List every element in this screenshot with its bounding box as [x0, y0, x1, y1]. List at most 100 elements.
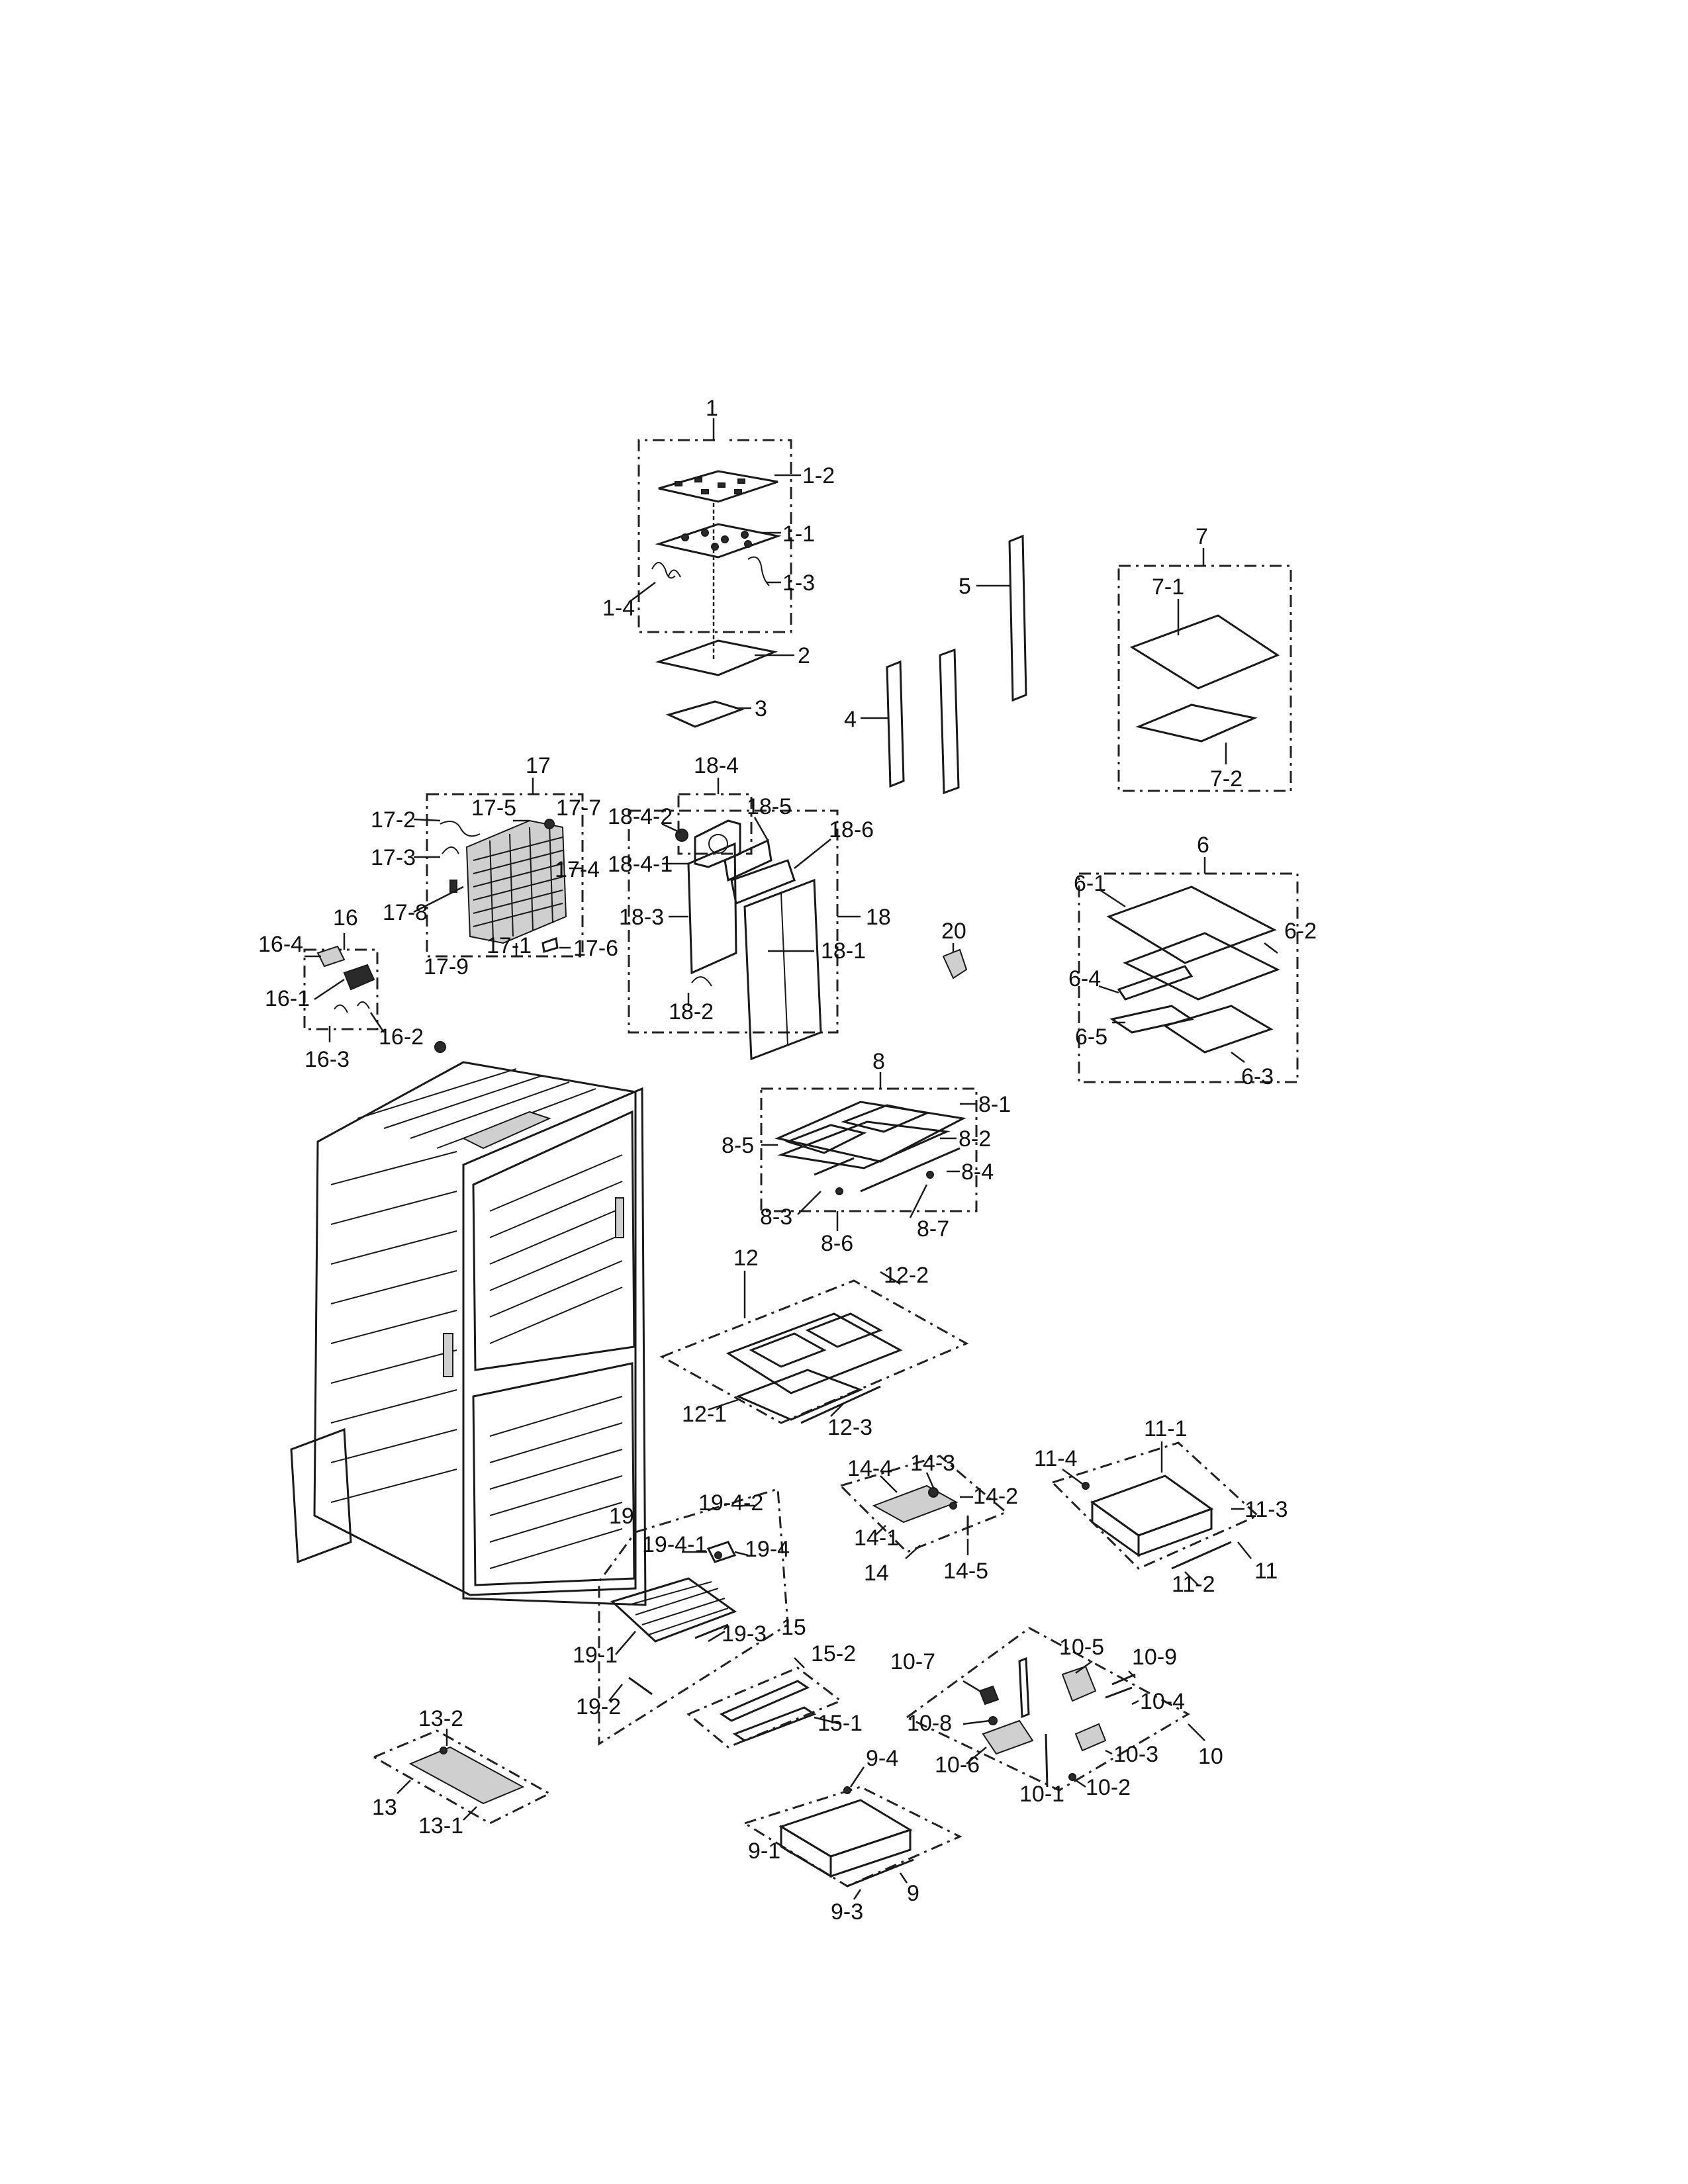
- callout-6-3: 6-3: [1241, 1064, 1274, 1089]
- part-8-1: [774, 1101, 966, 1163]
- callout-16-2: 16-2: [379, 1024, 424, 1050]
- part-2: [655, 639, 778, 676]
- callout-17-4: 17-4: [555, 857, 600, 882]
- callout-8: 8: [872, 1049, 885, 1074]
- part-6-5: [1109, 1005, 1194, 1034]
- part-6-2: [1123, 932, 1280, 1001]
- callout-1-2: 1-2: [802, 463, 835, 488]
- part-6-4: [1117, 965, 1194, 1001]
- part-16-1: [343, 964, 375, 991]
- part-18-6: [730, 859, 796, 905]
- part-14-1: [872, 1484, 959, 1524]
- callout-7-1: 7-1: [1152, 574, 1184, 600]
- group-box-9: [742, 1786, 962, 1888]
- group-box-15: [686, 1666, 843, 1749]
- part-15-2: [719, 1680, 810, 1722]
- part-9-1-drawer: [778, 1799, 913, 1858]
- part-19-1-tray: [610, 1577, 737, 1643]
- callout-12-3: 12-3: [827, 1415, 872, 1440]
- part-17-6: [541, 936, 559, 953]
- part-1-4: [651, 562, 681, 579]
- callout-11: 11: [1254, 1559, 1278, 1584]
- callout-19-4-2: 19-4-2: [698, 1490, 763, 1516]
- callout-labels: 1 1-2 1-1 1-3 1-4 2 3 4 5 7 7-1 7-2 17 1…: [258, 396, 1317, 1925]
- callout-10-7: 10-7: [890, 1649, 935, 1674]
- group-box-17: [426, 793, 584, 958]
- callout-14-1: 14-1: [854, 1525, 899, 1551]
- assembly-14: [839, 1455, 1008, 1559]
- callout-17-6: 17-6: [573, 936, 618, 961]
- part-10-rod: [1018, 1657, 1030, 1719]
- callout-6-1: 6-1: [1074, 871, 1106, 896]
- part-9-3: [847, 1858, 914, 1888]
- callout-18-3: 18-3: [619, 905, 664, 930]
- part-14-2: [949, 1502, 957, 1510]
- part-6-3: [1162, 1005, 1274, 1054]
- callout-8-7: 8-7: [917, 1216, 949, 1242]
- callout-10-4: 10-4: [1140, 1689, 1185, 1714]
- callout-10-1: 10-1: [1019, 1782, 1064, 1807]
- callout-17-1: 17-1: [487, 933, 532, 958]
- callout-12-1: 12-1: [682, 1402, 727, 1427]
- callout-1-3: 1-3: [782, 570, 815, 596]
- callout-19-4-1: 19-4-1: [642, 1532, 707, 1557]
- callout-17-5: 17-5: [471, 796, 516, 821]
- callout-17-2: 17-2: [371, 807, 416, 833]
- assembly-4-5: [861, 534, 1027, 795]
- callout-19-4: 19-4: [745, 1537, 790, 1562]
- assembly-11: [1051, 1441, 1260, 1586]
- callout-17-3: 17-3: [371, 845, 416, 870]
- callout-10-2: 10-2: [1086, 1775, 1131, 1800]
- group-box-19: [598, 1488, 789, 1746]
- part-19-4-1: [714, 1551, 722, 1559]
- callout-18-1: 18-1: [821, 938, 866, 964]
- callout-19-1: 19-1: [573, 1643, 618, 1668]
- part-10-3: [1074, 1723, 1107, 1752]
- callout-18-2: 18-2: [669, 999, 714, 1024]
- part-1-3: [747, 556, 770, 586]
- group-box-6: [1078, 872, 1299, 1083]
- callout-9-4: 9-4: [866, 1746, 898, 1771]
- callout-11-1: 11-1: [1144, 1416, 1188, 1441]
- callout-18: 18: [866, 905, 891, 930]
- refrigerator-cabinet: [290, 1061, 647, 1606]
- part-18-2: [691, 976, 712, 987]
- callout-10-6: 10-6: [935, 1752, 980, 1778]
- callout-14: 14: [864, 1561, 889, 1586]
- part-10-1: [1045, 1733, 1049, 1788]
- callout-18-4: 18-4: [694, 753, 739, 778]
- part-11-2: [1171, 1541, 1232, 1570]
- group-box-1: [637, 439, 792, 633]
- callout-10: 10: [1198, 1744, 1223, 1769]
- callout-12-2: 12-2: [884, 1263, 929, 1288]
- part-16-2: [434, 1041, 446, 1053]
- callout-9: 9: [907, 1881, 919, 1906]
- callout-4: 4: [844, 707, 857, 732]
- group-box-18: [628, 809, 839, 1034]
- callout-6: 6: [1197, 833, 1209, 858]
- callout-8-3: 8-3: [760, 1205, 792, 1230]
- callout-14-5: 14-5: [943, 1559, 988, 1584]
- group-box-18-4: [677, 793, 753, 855]
- assembly-13: [371, 1729, 552, 1825]
- callout-17-8: 17-8: [383, 900, 428, 925]
- part-19-2: [628, 1676, 653, 1696]
- callout-11-2: 11-2: [1172, 1572, 1215, 1597]
- part-8-4: [860, 1147, 961, 1193]
- assembly-8: [760, 1072, 978, 1231]
- callout-14-3: 14-3: [910, 1451, 955, 1476]
- callout-1: 1: [706, 396, 718, 421]
- part-8-3: [814, 1157, 855, 1176]
- cabinet-body: [313, 1061, 637, 1596]
- part-18-3: [687, 842, 737, 975]
- callout-15: 15: [781, 1615, 806, 1640]
- cabinet-rail-marker: [615, 1197, 624, 1238]
- callout-3: 3: [755, 696, 767, 721]
- part-8-7: [926, 1171, 934, 1179]
- part-10-8: [988, 1716, 998, 1725]
- part-20: [942, 948, 968, 979]
- part-11-1-drawer: [1090, 1475, 1214, 1537]
- group-box-14: [839, 1455, 1008, 1553]
- callout-9-3: 9-3: [831, 1899, 863, 1925]
- callout-2: 2: [798, 643, 810, 668]
